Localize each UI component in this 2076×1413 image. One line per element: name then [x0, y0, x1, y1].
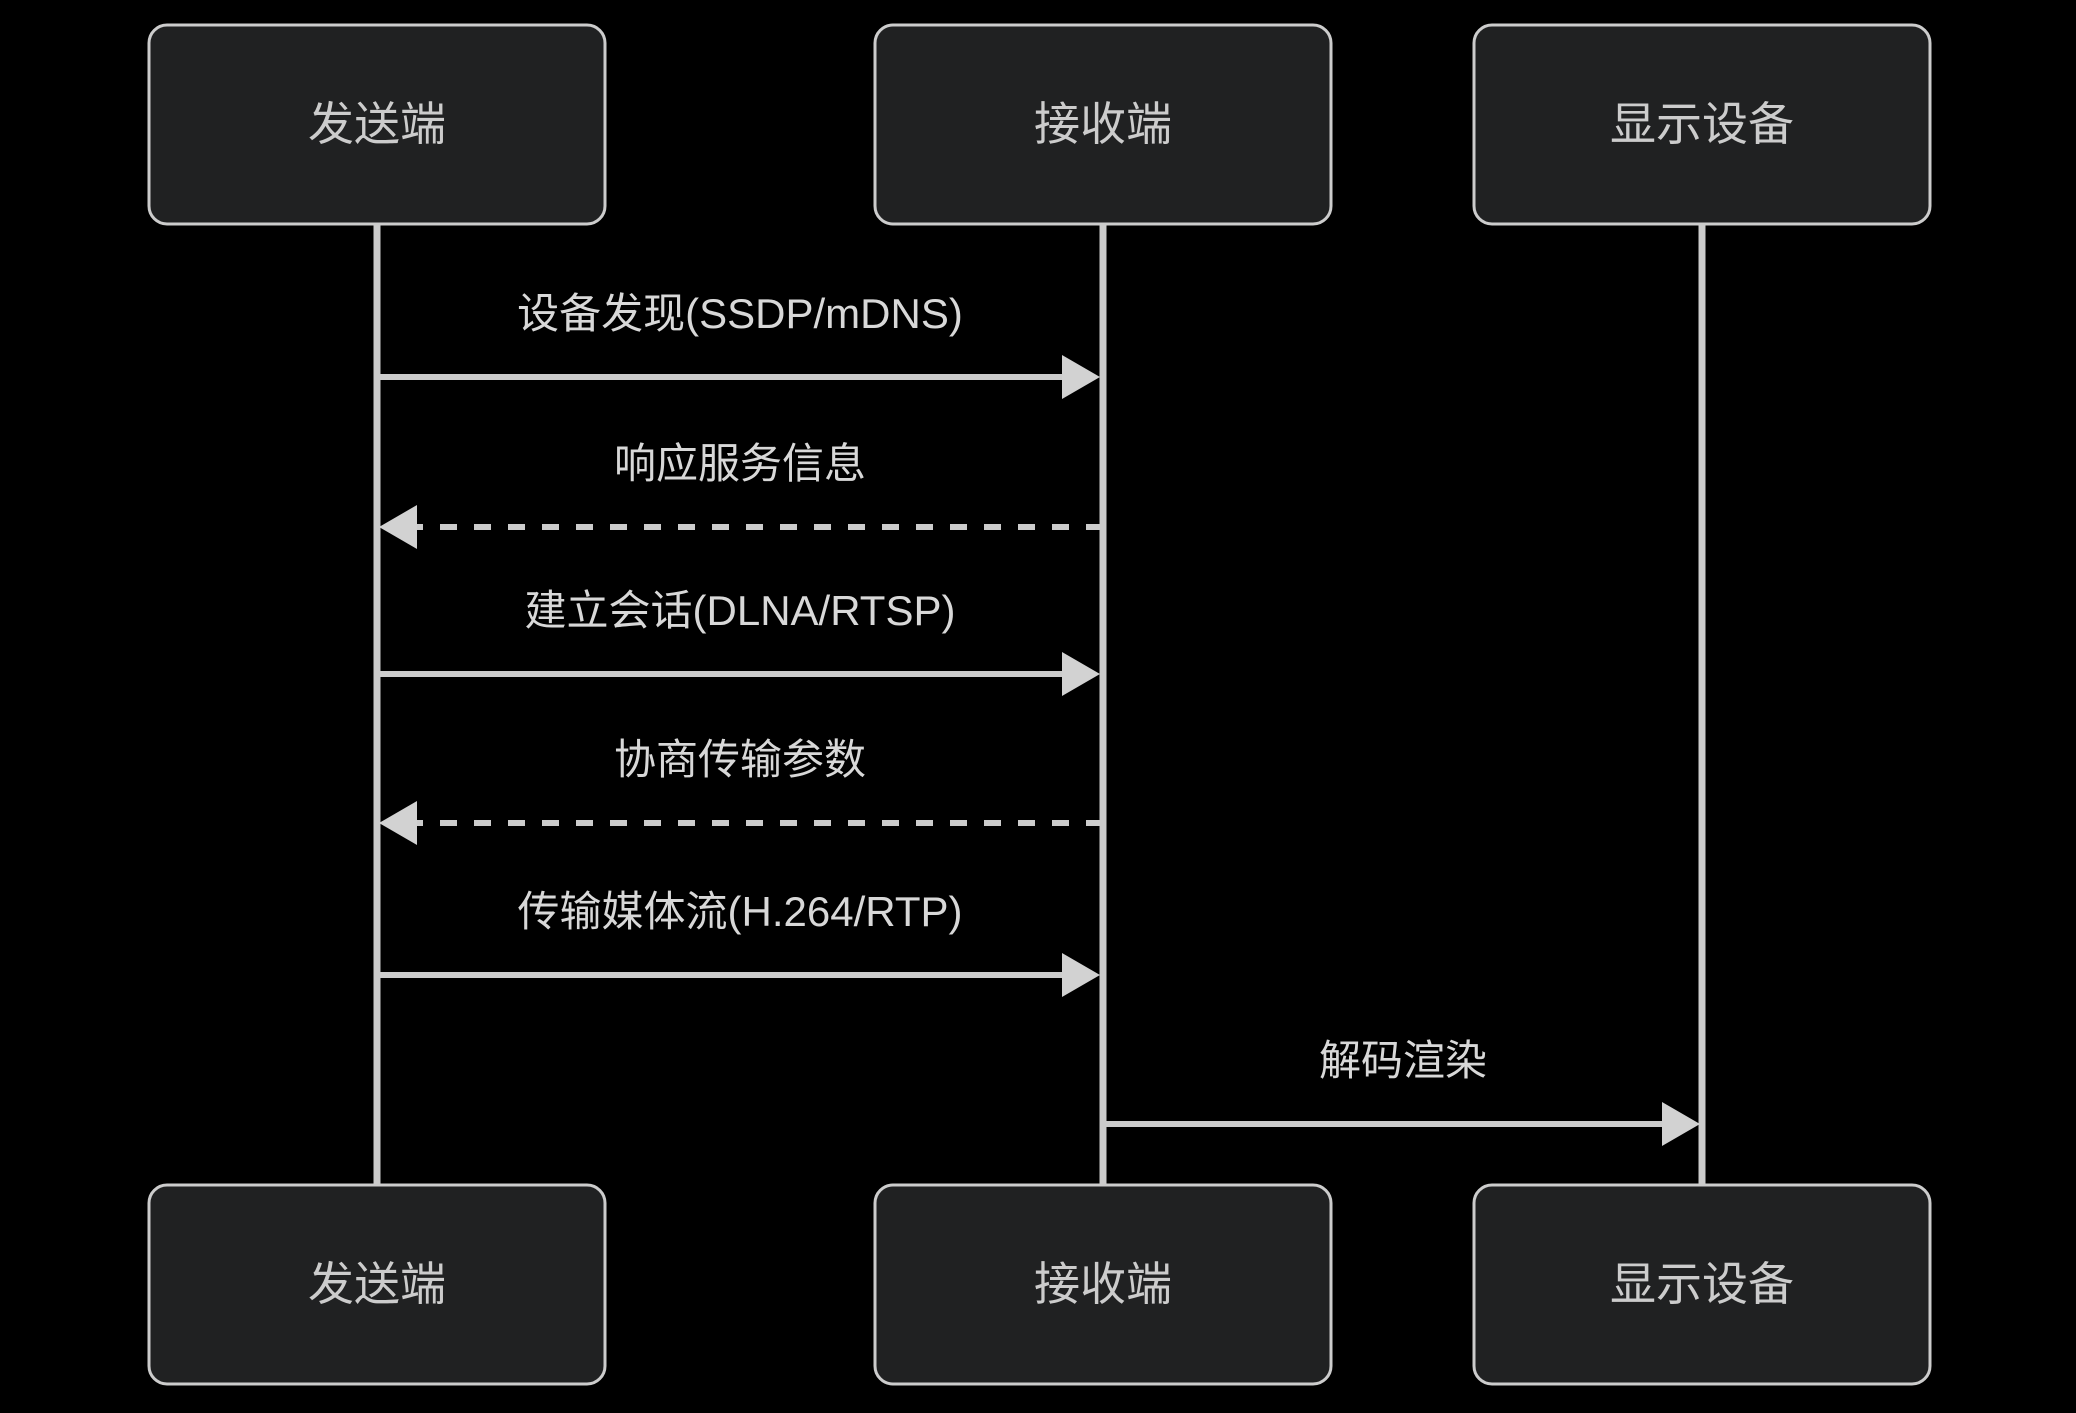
participant-label-receiver-bottom: 接收端: [1034, 1258, 1172, 1310]
participant-box-rect: [147, 23, 607, 226]
arrowhead-right-icon: [1062, 953, 1100, 997]
message-4-negotiate-transport-params[interactable]: 协商传输参数: [379, 736, 1103, 845]
lifelines-group: [373, 224, 1706, 1185]
participant-label-sender-top: 发送端: [308, 98, 446, 150]
arrowhead-left-icon: [379, 505, 417, 549]
top-participant-boxes: 发送端 接收端 显示设备: [147, 23, 1932, 226]
participant-box-rect: [147, 1183, 607, 1386]
participant-box-rect: [873, 1183, 1333, 1386]
participant-box-display-bottom[interactable]: 显示设备: [1472, 1183, 1932, 1386]
message-3-label: 建立会话(DLNA/RTSP): [525, 587, 956, 634]
message-3-establish-session[interactable]: 建立会话(DLNA/RTSP): [377, 587, 1100, 696]
participant-box-receiver-bottom[interactable]: 接收端: [873, 1183, 1333, 1386]
message-2-service-info-response[interactable]: 响应服务信息: [379, 440, 1103, 549]
message-1-label: 设备发现(SSDP/mDNS): [517, 290, 963, 337]
message-4-label: 协商传输参数: [614, 736, 866, 783]
arrowhead-right-icon: [1662, 1102, 1700, 1146]
message-5-label: 传输媒体流(H.264/RTP): [518, 888, 963, 935]
message-5-transmit-media-stream[interactable]: 传输媒体流(H.264/RTP): [377, 888, 1100, 997]
participant-label-receiver-top: 接收端: [1034, 98, 1172, 150]
participant-label-display-bottom: 显示设备: [1610, 1258, 1794, 1310]
participant-box-sender-bottom[interactable]: 发送端: [147, 1183, 607, 1386]
arrowhead-right-icon: [1062, 652, 1100, 696]
bottom-participant-boxes: 发送端 接收端 显示设备: [147, 1183, 1932, 1386]
participant-box-sender-top[interactable]: 发送端: [147, 23, 607, 226]
arrowhead-left-icon: [379, 801, 417, 845]
message-6-decode-render[interactable]: 解码渲染: [1103, 1037, 1700, 1146]
arrowhead-right-icon: [1062, 355, 1100, 399]
participant-box-rect: [873, 23, 1333, 226]
participant-label-sender-bottom: 发送端: [308, 1258, 446, 1310]
message-2-label: 响应服务信息: [614, 440, 866, 487]
participant-box-rect: [1472, 23, 1932, 226]
message-1-device-discovery[interactable]: 设备发现(SSDP/mDNS): [377, 290, 1100, 399]
participant-box-rect: [1472, 1183, 1932, 1386]
participant-box-display-top[interactable]: 显示设备: [1472, 23, 1932, 226]
participant-label-display-top: 显示设备: [1610, 98, 1794, 150]
message-6-label: 解码渲染: [1319, 1037, 1487, 1084]
participant-box-receiver-top[interactable]: 接收端: [873, 23, 1333, 226]
